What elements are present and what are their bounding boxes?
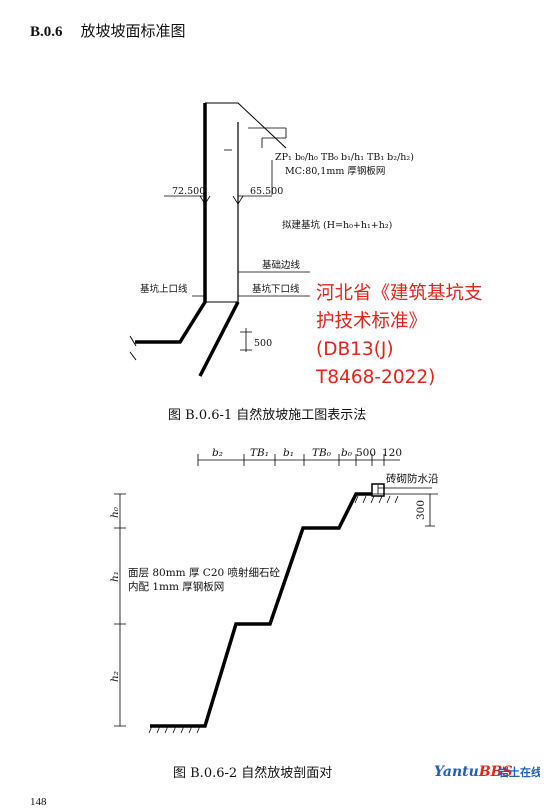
fig2-TB0: TB₀ xyxy=(312,447,332,459)
fig2-h1: h₁ xyxy=(109,571,121,582)
svg-text:YantuBBS: YantuBBS xyxy=(434,764,513,780)
fig2-b1: b₁ xyxy=(283,447,294,459)
overlay-line: 护技术标准》 xyxy=(316,311,428,332)
fig1-pit-label: 拟建基坑 (H=h₀+h₁+h₂) xyxy=(282,219,392,231)
red-watermark-text: 河北省《建筑基坑支 护技术标准》 (DB13(J) T8468-2022) xyxy=(316,280,536,392)
fig2-slope-profile xyxy=(150,492,372,728)
overlay-line: (DB13(J) xyxy=(316,339,394,360)
fig1-bottom-line-label: 基坑下口线 xyxy=(252,283,300,295)
fig2-parapet-label: 砖砌防水沿 xyxy=(386,472,439,485)
overlay-line: 河北省《建筑基坑支 xyxy=(316,283,483,304)
fig2-d300: 300 xyxy=(415,500,427,520)
fig2-h0: h₀ xyxy=(109,506,121,518)
fig1-edge-line-label: 基础边线 xyxy=(262,259,301,271)
figure-1-drawing: ZP₁ b₀/h₀ TB₀ b₁/h₁ TB₁ b₂/h₂) MC:80,1mm… xyxy=(129,102,414,377)
figure-2-drawing: b₂ TB₁ b₁ TB₀ b₀ 500 120 砖砌防水沿 300 h₀ h₁… xyxy=(109,447,439,734)
fig1-top-line-label: 基坑上口线 xyxy=(140,283,188,295)
fig1-elev-left: 72.500 xyxy=(172,186,205,197)
fig1-outer-slope xyxy=(135,103,207,344)
fig2-h2: h₂ xyxy=(109,671,121,682)
svg-text:岩土在线: 岩土在线 xyxy=(497,765,540,779)
yantubbs-logo: YantuBBS 岩土在线 xyxy=(434,764,540,780)
fig1-param-label: ZP₁ b₀/h₀ TB₀ b₁/h₁ TB₁ b₂/h₂) xyxy=(275,152,414,163)
fig1-elev-right: 65.500 xyxy=(250,186,283,197)
fig2-note-2: 内配 1mm 厚钢板网 xyxy=(128,580,224,593)
figure-1-caption: 图 B.0.6-1 自然放坡施工图表示法 xyxy=(168,408,367,423)
fig1-bottom-slope xyxy=(198,301,240,377)
fig1-mc-label: MC:80,1mm 厚钢板网 xyxy=(285,165,385,177)
overlay-line: T8468-2022) xyxy=(316,367,436,388)
fig1-break-mark xyxy=(129,335,137,361)
page-number: 148 xyxy=(30,796,47,808)
fig2-TB1: TB₁ xyxy=(250,447,269,459)
fig2-b2: b₂ xyxy=(212,447,223,459)
fig2-parapet-wall xyxy=(371,483,385,497)
section-title: 放坡坡面标准图 xyxy=(80,22,186,40)
figure-2-caption: 图 B.0.6-2 自然放坡剖面对 xyxy=(173,766,333,781)
fig2-d120: 120 xyxy=(382,447,402,459)
fig2-b0: b₀ xyxy=(341,447,353,459)
fig1-top-edge xyxy=(205,102,287,149)
fig2-d500: 500 xyxy=(356,447,376,459)
section-heading: B.0.6 放坡坡面标准图 xyxy=(30,20,186,41)
fig2-note-1: 面层 80mm 厚 C20 喷射细石砼 xyxy=(128,566,281,579)
fig1-dim-500: 500 xyxy=(254,338,272,349)
section-number: B.0.6 xyxy=(30,24,63,40)
